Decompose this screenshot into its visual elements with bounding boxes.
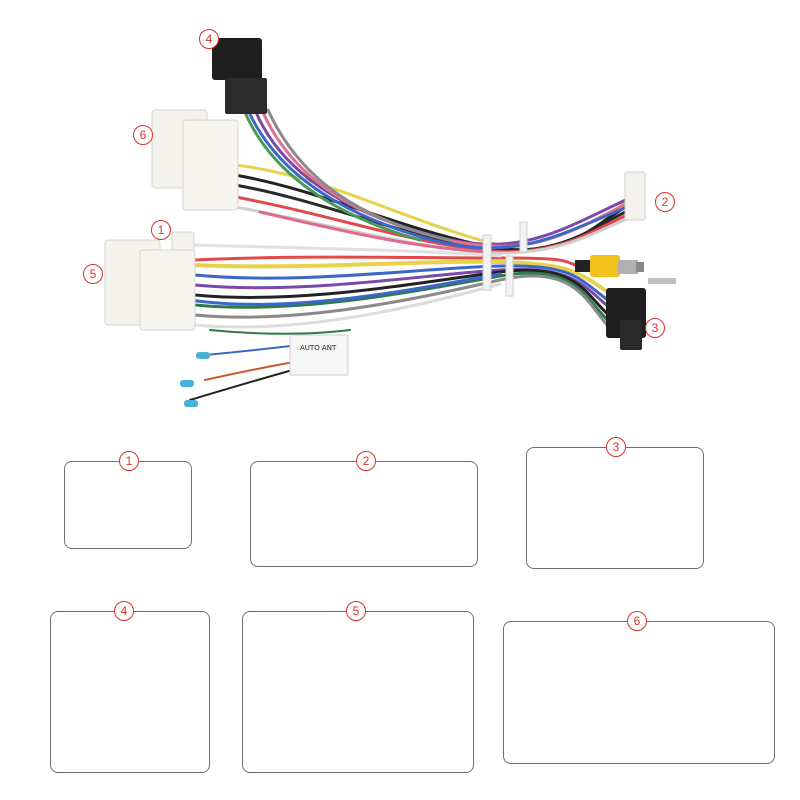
connector-5-photo <box>104 239 196 331</box>
wire-bundle <box>188 108 632 401</box>
callout-3-top: 3 <box>645 318 665 338</box>
connector-4-photo <box>212 38 267 114</box>
connector-3-photo <box>606 288 646 350</box>
callout-6-panel: 6 <box>627 611 647 631</box>
panel-connector-5 <box>242 611 474 773</box>
callout-5-panel: 5 <box>346 601 366 621</box>
rca-connector-photo <box>575 255 676 284</box>
callout-6-top: 6 <box>133 125 153 145</box>
tag-label: AUTO ANT <box>300 344 337 352</box>
callout-3-panel: 3 <box>606 437 626 457</box>
callout-2-panel: 2 <box>356 451 376 471</box>
connector-1-photo <box>171 231 195 251</box>
panel-connector-4 <box>50 611 210 773</box>
panel-connector-6 <box>503 621 775 764</box>
connector-2-photo <box>624 171 646 221</box>
panel-connector-2 <box>250 461 478 567</box>
callout-1-panel: 1 <box>119 451 139 471</box>
callout-4-top: 4 <box>199 29 219 49</box>
terminal-blue <box>196 352 210 359</box>
callout-4-panel: 4 <box>114 601 134 621</box>
callout-1-top: 1 <box>151 220 171 240</box>
cable-tie <box>519 221 528 253</box>
callout-5-top: 5 <box>83 264 103 284</box>
cable-tie <box>505 255 514 297</box>
connector-6-photo <box>151 109 239 211</box>
terminal-blue <box>180 380 194 387</box>
callout-2-top: 2 <box>655 192 675 212</box>
terminal-blue <box>184 400 198 407</box>
cable-tie <box>482 234 492 291</box>
panel-connector-1 <box>64 461 192 549</box>
wire-tag: AUTO ANT <box>289 334 349 376</box>
panel-connector-3 <box>526 447 704 569</box>
